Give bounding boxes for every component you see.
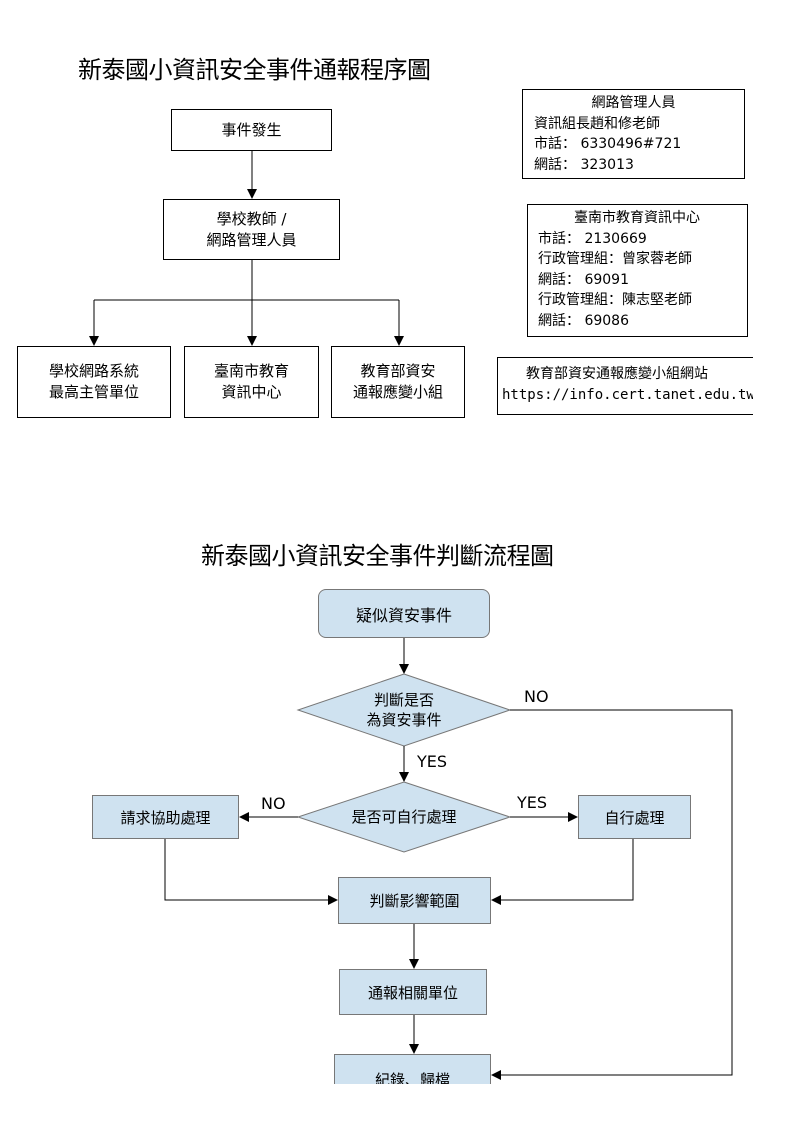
- arrow-self-handle-to-impact: [491, 839, 634, 905]
- impact-scope-box: 判斷影響範圍: [338, 877, 491, 924]
- teacher-admin-line-1: 學校教師 /: [216, 209, 287, 228]
- event-occurs-box: 事件發生: [171, 109, 332, 151]
- request-help-box: 請求協助處理: [92, 795, 239, 839]
- tainan-center-contact-line-2: 行政管理組：曾家蓉老師: [538, 251, 692, 267]
- moe-response-team-line-1: 教育部資安: [360, 362, 436, 380]
- decision1-yes-label: YES: [417, 752, 448, 771]
- decision1-line-2: 為資安事件: [366, 711, 442, 729]
- teacher-admin-box: 學校教師 / 網路管理人員: [163, 199, 340, 260]
- report-chart-title: 新泰國小資訊安全事件通報程序圖: [78, 56, 431, 84]
- request-help-label: 請求協助處理: [120, 808, 211, 827]
- moe-website-box: 教育部資安通報應變小組網站 https://info.cert.tanet.ed…: [497, 357, 753, 415]
- moe-website-heading: 教育部資安通報應變小組網站: [526, 366, 708, 382]
- decision2-text: 是否可自行處理: [320, 805, 488, 829]
- notify-units-label: 通報相關單位: [367, 983, 458, 1002]
- moe-response-team-box: 教育部資安 通報應變小組: [331, 346, 465, 418]
- tainan-center-contact-line-5: 網話： 69086: [538, 312, 629, 329]
- tainan-center-contact-line-4: 行政管理組：陳志堅老師: [538, 292, 692, 308]
- decision2-no-label: NO: [261, 794, 286, 813]
- teacher-admin-line-2: 網路管理人員: [206, 230, 297, 249]
- arrow-request-help-to-impact: [164, 839, 338, 905]
- tainan-center-heading: 臺南市教育資訊中心: [574, 210, 700, 226]
- network-admin-contact-box: 網路管理人員 資訊組長趙和修老師 市話： 6330496#721 網話： 323…: [522, 89, 745, 179]
- event-occurs-label: 事件發生: [221, 120, 282, 139]
- suspected-incident-label: 疑似資安事件: [355, 605, 452, 625]
- network-admin-heading: 網路管理人員: [591, 95, 676, 111]
- judgment-chart-title: 新泰國小資訊安全事件判斷流程圖: [201, 542, 554, 570]
- decision2-yes-label: YES: [517, 793, 548, 812]
- decision1-line-1: 判斷是否: [373, 691, 434, 709]
- record-archive-label: 紀錄、歸檔: [374, 1071, 450, 1084]
- tainan-center-contact-line-3: 網話： 69091: [538, 271, 629, 288]
- decision2-diamond: [296, 781, 512, 853]
- tainan-center-line-1: 臺南市教育: [213, 362, 289, 380]
- tainan-center-box: 臺南市教育 資訊中心: [184, 346, 319, 418]
- school-top-unit-box: 學校網路系統 最高主管單位: [17, 346, 171, 418]
- record-archive-box: 紀錄、歸檔: [334, 1054, 491, 1084]
- network-admin-line-3: 網話： 323013: [534, 156, 634, 173]
- suspected-incident-box: 疑似資安事件: [318, 589, 490, 638]
- network-admin-line-2: 市話： 6330496#721: [534, 136, 682, 152]
- notify-units-box: 通報相關單位: [339, 969, 487, 1015]
- decision1-no-label: NO: [524, 687, 549, 706]
- tainan-center-contact-line-1: 市話： 2130669: [538, 230, 647, 247]
- moe-response-team-line-2: 通報應變小組: [352, 383, 443, 401]
- school-top-unit-line-1: 學校網路系統: [48, 362, 139, 380]
- self-handle-label: 自行處理: [604, 808, 665, 827]
- arrow-decision1-no-to-record: [491, 709, 733, 1080]
- impact-scope-label: 判斷影響範圍: [369, 892, 460, 910]
- self-handle-box: 自行處理: [578, 795, 691, 839]
- decision2-label: 是否可自行處理: [351, 808, 457, 826]
- moe-website-url[interactable]: https://info.cert.tanet.edu.tw: [502, 386, 753, 403]
- tainan-center-line-2: 資訊中心: [221, 383, 282, 401]
- tainan-center-contact-box: 臺南市教育資訊中心 市話： 2130669 行政管理組：曾家蓉老師 網話： 69…: [527, 204, 748, 337]
- decision1-text: 判斷是否 為資安事件: [330, 689, 478, 731]
- school-top-unit-line-2: 最高主管單位: [48, 383, 139, 401]
- network-admin-line-1: 資訊組長趙和修老師: [534, 115, 660, 132]
